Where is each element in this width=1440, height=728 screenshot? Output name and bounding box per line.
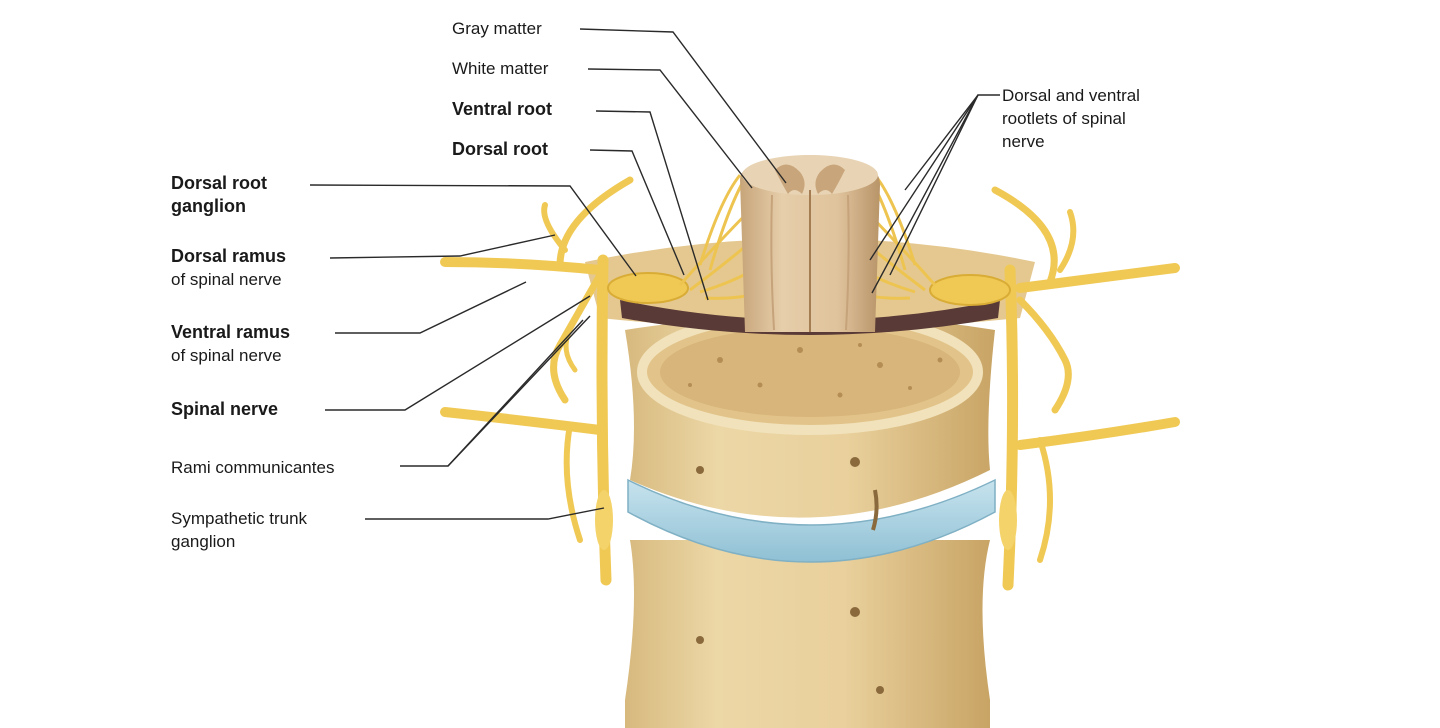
rootlets-line2: rootlets of spinal <box>1002 109 1126 128</box>
sympathetic-trunk-line1: Sympathetic trunk <box>171 509 308 528</box>
sympathetic-trunk-line2: ganglion <box>171 532 236 551</box>
ventral-ramus-line2: of spinal nerve <box>171 346 282 365</box>
dorsal-root-ganglion-label: Dorsal root ganglion <box>171 172 267 218</box>
dorsal-root-ganglion-right <box>929 274 1011 306</box>
dorsal-root-label: Dorsal root <box>452 139 549 159</box>
nerves-right <box>991 186 1180 591</box>
upper-vertebra <box>625 309 995 531</box>
gray-matter-label: Gray matter <box>452 19 542 38</box>
rootlets-line3: nerve <box>1002 132 1045 151</box>
sympathetic-ganglion-left <box>595 490 613 550</box>
white-matter-label: White matter <box>452 59 549 78</box>
ventral-ramus-line1: Ventral ramus <box>171 322 291 342</box>
rootlets-label: Dorsal and ventral rootlets of spinal ne… <box>1002 84 1140 153</box>
lower-vertebra <box>625 540 990 728</box>
leader-lines <box>309 28 1000 520</box>
rami-communicantes-label: Rami communicantes <box>171 458 335 477</box>
spinal-nerve-label: Spinal nerve <box>171 399 279 419</box>
dorsal-root-ganglion-line1: Dorsal root <box>171 173 268 193</box>
dorsal-ramus-line1: Dorsal ramus <box>171 246 287 266</box>
sympathetic-ganglion-right <box>999 490 1017 550</box>
dorsal-ramus-line2: of spinal nerve <box>171 270 282 289</box>
intervertebral-disc <box>627 478 996 563</box>
sympathetic-trunk-ganglion-label: Sympathetic trunk ganglion <box>171 507 307 553</box>
dorsal-root-ganglion-line2: ganglion <box>171 196 246 216</box>
dorsal-root-ganglion-left <box>607 272 689 304</box>
spinal-cord <box>740 155 880 332</box>
ventral-root-label: Ventral root <box>452 99 553 119</box>
dorsal-ramus-label: Dorsal ramus of spinal nerve <box>171 245 286 291</box>
ventral-ramus-label: Ventral ramus of spinal nerve <box>171 321 290 367</box>
rootlets-line1: Dorsal and ventral <box>1002 86 1140 105</box>
